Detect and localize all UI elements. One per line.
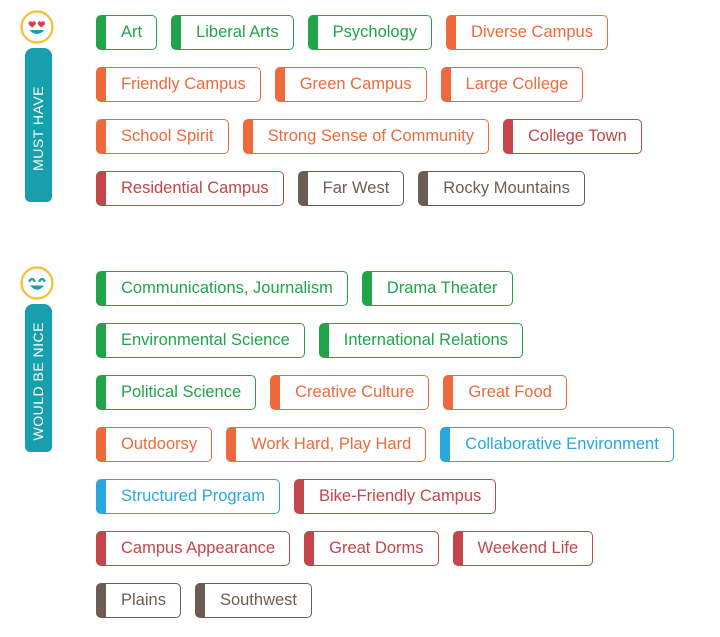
tag-row: Friendly Campus Green Campus Large College [96, 67, 706, 102]
tag-row: School Spirit Strong Sense of Community Co… [96, 119, 706, 154]
preference-tag: Great Dorms [304, 531, 439, 566]
tag-row: Outdoorsy Work Hard, Play Hard Collaborati… [96, 427, 706, 462]
preference-tag: School Spirit [96, 119, 229, 154]
tag-row: Environmental Science International Relat… [96, 323, 706, 358]
tag-row: Communications, Journalism Drama Theater [96, 271, 706, 306]
smiling-face-icon [20, 266, 54, 300]
preference-tag: Liberal Arts [171, 15, 294, 50]
preference-tag: Art [96, 15, 158, 50]
tag-row: Plains Southwest [96, 583, 706, 618]
preference-tag: International Relations [318, 323, 523, 358]
preference-tag: Communications, Journalism [96, 271, 348, 306]
preference-tag: Bike-Friendly Campus [293, 479, 497, 514]
must-have-label: MUST HAVE [30, 85, 46, 171]
preference-tag: Rocky Mountains [418, 171, 585, 206]
must-have-bar: MUST HAVE [24, 48, 52, 202]
preference-tag: Work Hard, Play Hard [226, 427, 427, 462]
would-be-nice-bar: WOULD BE NICE [24, 304, 52, 452]
would-be-nice-label: WOULD BE NICE [30, 321, 46, 441]
tag-row: Political Science Creative Culture Great F… [96, 375, 706, 410]
preference-tag: Political Science [96, 375, 257, 410]
preference-tag: Creative Culture [270, 375, 430, 410]
preference-tag: Diverse Campus [446, 15, 608, 50]
preference-tag: Drama Theater [361, 271, 513, 306]
would-be-nice-rail: WOULD BE NICE [20, 266, 54, 452]
preference-tag: Far West [297, 171, 405, 206]
preference-tag: Large College [440, 67, 584, 102]
preference-tag: Structured Program [96, 479, 280, 514]
preference-tag: College Town [503, 119, 642, 154]
preference-tag: Outdoorsy [96, 427, 213, 462]
preference-tag: Green Campus [274, 67, 427, 102]
tag-row: Structured Program Bike-Friendly Campus [96, 479, 706, 514]
preference-tag: Strong Sense of Community [242, 119, 489, 154]
heart-eyes-face-icon [20, 10, 54, 44]
preference-tag: Campus Appearance [96, 531, 291, 566]
preference-tag: Collaborative Environment [440, 427, 674, 462]
preference-tag: Plains [96, 583, 181, 618]
preference-tag: Residential Campus [96, 171, 284, 206]
preference-tag: Environmental Science [96, 323, 305, 358]
preference-tag: Friendly Campus [96, 67, 261, 102]
preference-tag: Weekend Life [452, 531, 594, 566]
preference-tag: Great Food [443, 375, 567, 410]
preference-tag: Southwest [194, 583, 312, 618]
tag-row: Residential Campus Far West Rocky Mountain… [96, 171, 706, 206]
tag-row: Art Liberal Arts Psychology Diverse Campus [96, 15, 706, 50]
preference-tag: Psychology [307, 15, 433, 50]
tag-row: Campus Appearance Great Dorms Weekend Life [96, 531, 706, 566]
must-have-rail: MUST HAVE [20, 10, 54, 202]
